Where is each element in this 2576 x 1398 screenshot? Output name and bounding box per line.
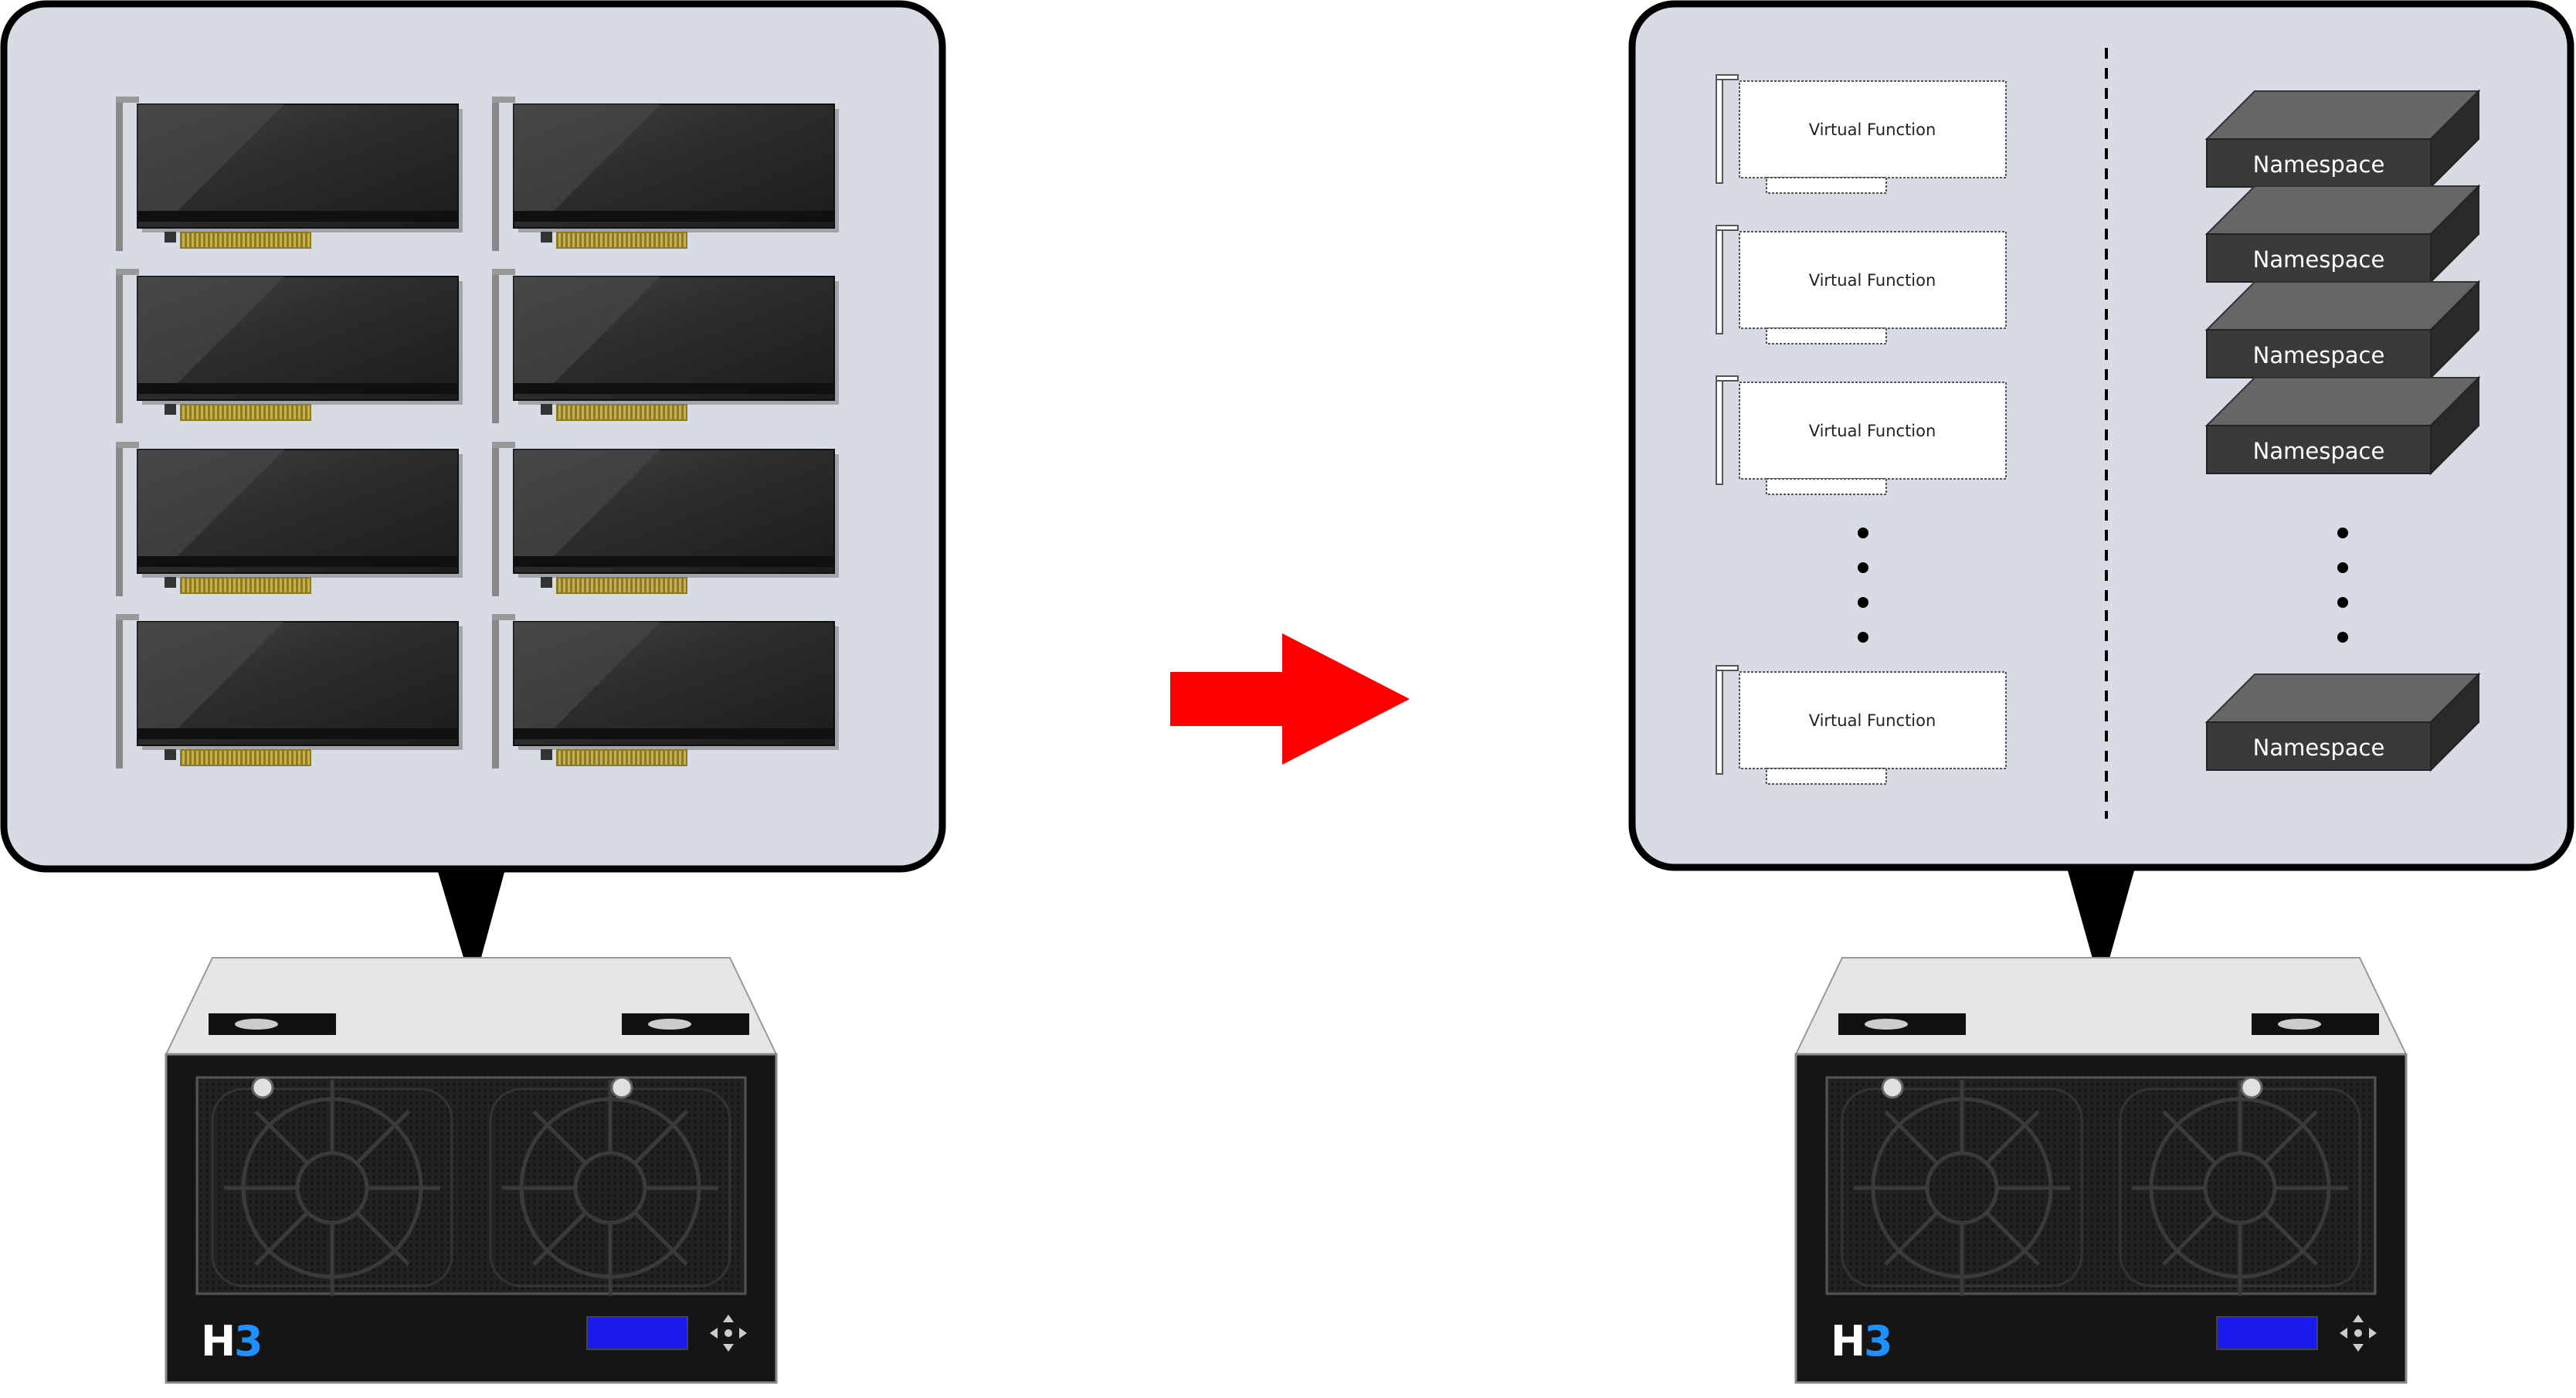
virtual-function-card: Virtual Function [1716, 225, 2007, 344]
gpu-card [492, 269, 839, 423]
chassis-top [165, 957, 778, 1055]
namespace-label: Namespace [2253, 735, 2385, 761]
fan-icon [489, 1080, 731, 1296]
gpu-card [116, 269, 463, 423]
chassis-top [1794, 957, 2408, 1055]
right-callout-pointer [2066, 865, 2136, 989]
namespace-column: NamespaceNamespaceNamespaceNamespaceName… [2204, 89, 2481, 772]
left-callout-pointer [436, 867, 506, 989]
right-server-chassis: H3 [1794, 957, 2408, 1384]
gpu-card-grid [116, 97, 839, 769]
screw [2240, 1076, 2263, 1099]
virtual-function-label: Virtual Function [1809, 120, 1936, 139]
gpu-card [116, 97, 463, 251]
dpad-icon [710, 1315, 747, 1352]
lcd-display [2216, 1316, 2318, 1350]
fan-icon [2119, 1080, 2361, 1296]
vf-ellipsis [1858, 528, 1868, 643]
logo-3: 3 [234, 1317, 263, 1366]
virtual-function-card: Virtual Function [1716, 74, 2007, 194]
left-callout [0, 0, 946, 989]
gpu-card [116, 442, 463, 596]
namespace-block: Namespace [2204, 280, 2481, 380]
namespace-block: Namespace [2204, 184, 2481, 284]
ns-ellipsis [2337, 528, 2348, 643]
logo-h: H [1831, 1317, 1865, 1366]
namespace-label: Namespace [2253, 246, 2385, 273]
dpad-icon [2340, 1315, 2377, 1352]
namespace-block: Namespace [2204, 89, 2481, 189]
virtual-function-label: Virtual Function [1809, 711, 1936, 730]
screw [251, 1076, 274, 1099]
gpu-card [492, 442, 839, 596]
namespace-block: Namespace [2204, 375, 2481, 476]
logo-3: 3 [1864, 1317, 1893, 1366]
left-server-chassis: H3 [165, 957, 778, 1384]
fan-icon [211, 1080, 453, 1296]
gpu-card [492, 614, 839, 769]
namespace-block: Namespace [2204, 672, 2481, 772]
screw [1881, 1076, 1904, 1099]
lcd-display [586, 1316, 688, 1350]
screw [610, 1076, 633, 1099]
logo-h: H [201, 1317, 236, 1366]
gpu-card [492, 97, 839, 251]
namespace-label: Namespace [2253, 438, 2385, 464]
virtual-function-card: Virtual Function [1716, 665, 2007, 785]
namespace-label: Namespace [2253, 151, 2385, 178]
fan-icon [1841, 1080, 2083, 1296]
virtual-function-label: Virtual Function [1809, 271, 1936, 290]
right-arrow-icon [1170, 633, 1410, 765]
gpu-card [116, 614, 463, 769]
virtual-function-label: Virtual Function [1809, 422, 1936, 440]
namespace-label: Namespace [2253, 342, 2385, 368]
virtual-function-card: Virtual Function [1716, 375, 2007, 495]
